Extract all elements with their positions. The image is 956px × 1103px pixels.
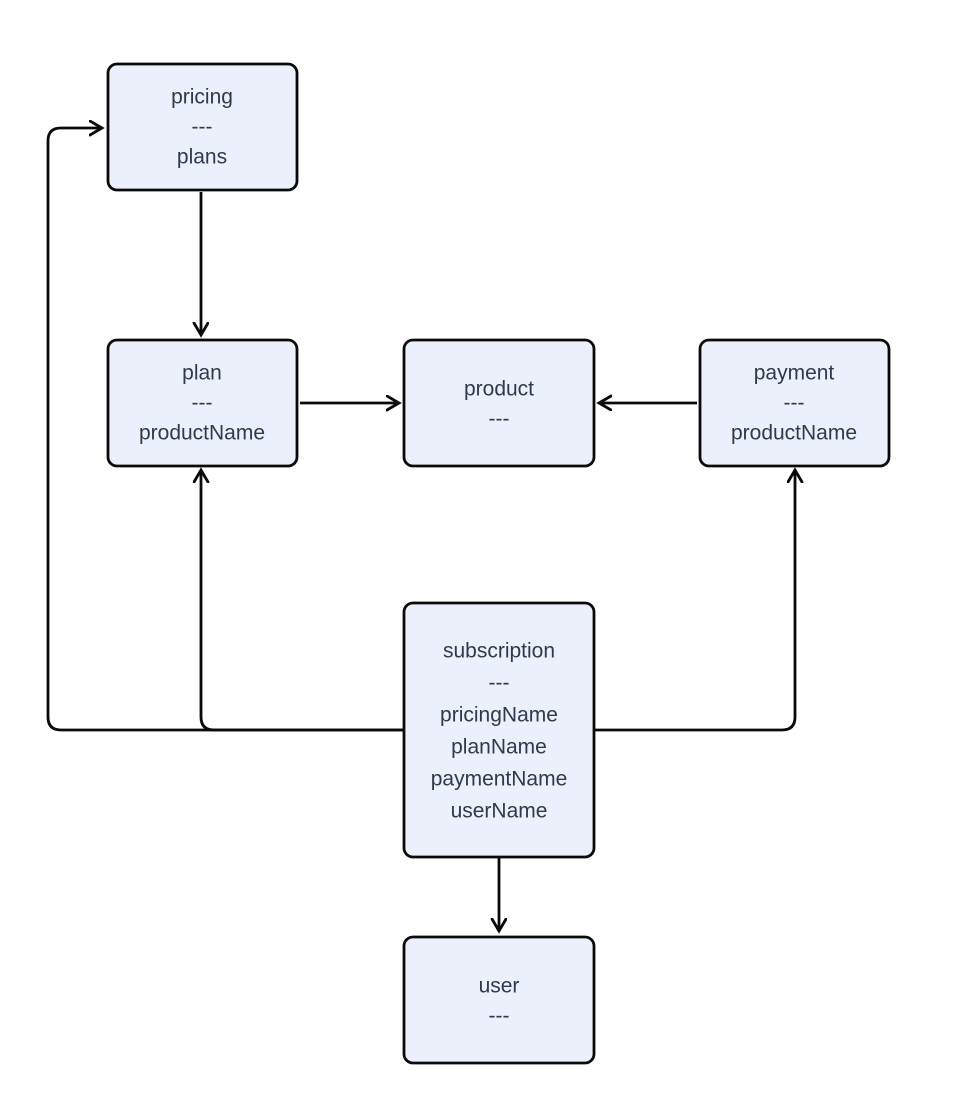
node-pricing-divider: ---	[192, 116, 213, 139]
node-subscription-attribute: planName	[451, 736, 547, 759]
node-plan-box	[106, 338, 299, 468]
node-subscription-box	[402, 601, 596, 859]
node-user: user ---	[402, 935, 596, 1065]
node-subscription-divider: ---	[489, 672, 510, 695]
node-pricing-box	[106, 62, 299, 192]
edge-subscription-plan	[201, 471, 404, 732]
node-plan-attribute: productName	[139, 422, 265, 445]
node-pricing-attribute: plans	[177, 146, 227, 169]
node-subscription-attribute: userName	[451, 800, 548, 823]
node-pricing-title: pricing	[171, 86, 233, 109]
node-payment-box	[698, 338, 891, 468]
node-user-box	[402, 935, 596, 1065]
node-plan-divider: ---	[192, 392, 213, 415]
node-payment-title: payment	[754, 362, 835, 385]
node-product-divider: ---	[489, 408, 510, 431]
node-plan-title: plan	[182, 362, 222, 385]
node-pricing: pricing --- plans	[106, 62, 299, 192]
node-subscription-title: subscription	[443, 640, 555, 663]
node-product: product ---	[402, 338, 596, 468]
node-product-box	[402, 338, 596, 468]
node-subscription: subscription --- pricingName planName pa…	[402, 601, 596, 859]
edge-subscription-pricing	[46, 128, 404, 732]
node-user-divider: ---	[489, 1005, 510, 1028]
node-subscription-attribute: paymentName	[431, 768, 568, 791]
node-payment-attribute: productName	[731, 422, 857, 445]
node-subscription-attribute: pricingName	[440, 704, 558, 727]
node-payment: payment --- productName	[698, 338, 891, 468]
node-plan: plan --- productName	[106, 338, 299, 468]
edge-subscription-payment	[594, 471, 795, 732]
node-user-title: user	[479, 975, 520, 998]
node-product-title: product	[464, 378, 534, 401]
node-payment-divider: ---	[784, 392, 805, 415]
